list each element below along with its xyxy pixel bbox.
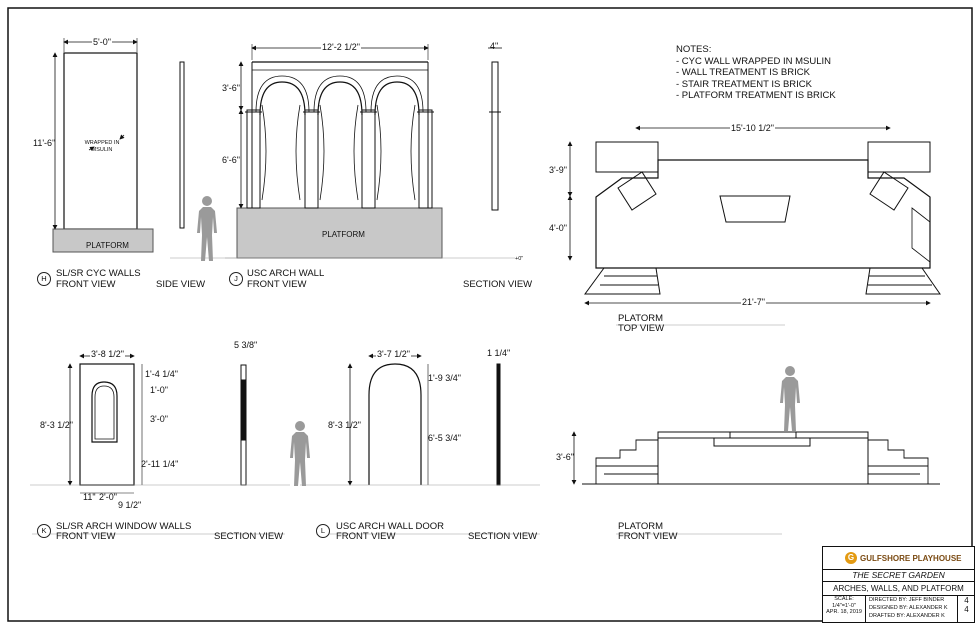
window-dim-2: 1'-0" — [150, 385, 168, 395]
view-id-h: H — [37, 272, 51, 286]
page-total: 4 — [964, 605, 969, 614]
show-title: THE SECRET GARDEN — [823, 570, 974, 582]
platform-front-view-label: FRONT VIEW — [618, 531, 678, 542]
cyc-height-dim: 11'-6" — [33, 138, 56, 148]
cyc-note-2: MSULIN — [91, 147, 113, 153]
door-section-label: SECTION VIEW — [468, 531, 538, 542]
platform-front-height-dim: 3'-6" — [556, 452, 574, 462]
company-name: GULFSHORE PLAYHOUSE — [860, 554, 962, 563]
window-section-label: SECTION VIEW — [214, 531, 284, 542]
note-item: - CYC WALL WRAPPED IN MSULIN — [676, 55, 832, 67]
title-block-logo: G GULFSHORE PLAYHOUSE — [823, 547, 974, 570]
door-front-label: FRONT VIEW — [336, 531, 396, 542]
platform-upper-depth-dim: 3'-9" — [549, 165, 567, 175]
directed-by: DIRECTED BY: JEFF BINDER — [869, 597, 945, 603]
scale-cell: SCALE: 1/4"=1'-0" APR. 18, 2019 — [823, 596, 866, 622]
cyc-side-label: SIDE VIEW — [156, 279, 206, 290]
note-item: - STAIR TREATMENT IS BRICK — [676, 78, 813, 90]
platform-front-title: PLATORM — [618, 521, 664, 532]
window-dim-1: 1'-4 1/4" — [145, 369, 178, 379]
arch-wall-front-view — [225, 44, 515, 259]
credits-cell: DIRECTED BY: JEFF BINDER DESIGNED BY: AL… — [866, 596, 959, 622]
window-width-dim: 3'-8 1/2" — [90, 349, 125, 359]
door-title: USC ARCH WALL DOOR — [336, 521, 445, 532]
platform-front-view — [571, 431, 940, 535]
note-item: - PLATFORM TREATMENT IS BRICK — [676, 90, 836, 101]
platform-bottom-width-dim: 21'-7" — [741, 297, 766, 307]
page-number: 4 — [964, 596, 969, 605]
window-bottom-3: 9 1/2" — [118, 500, 142, 510]
window-section-dim: 5 3/8" — [234, 340, 258, 350]
door-section-dim: 1 1/4" — [487, 348, 511, 358]
window-bottom-1: 11" — [83, 492, 96, 502]
page-number-cell: 4 4 — [957, 596, 975, 622]
window-dim-3: 3'-0" — [150, 414, 168, 424]
arch-wall-platform-label: PLATFORM — [322, 230, 365, 239]
platform-top-title: PLATORM — [618, 313, 664, 324]
notes-title: NOTES: — [676, 44, 712, 55]
arch-wall-lower-dim: 6'-6" — [222, 155, 240, 165]
sheet-title: ARCHES, WALLS, AND PLATFORM — [823, 582, 974, 596]
arch-wall-section-dim: 4" — [490, 41, 499, 51]
scale-figure-platform — [780, 366, 800, 431]
arch-window-front-view — [30, 353, 290, 535]
scale-label: SCALE: — [834, 596, 854, 602]
designed-by: DESIGNED BY: ALEXANDER K — [869, 605, 948, 611]
arch-door-front-view — [300, 353, 540, 535]
platform-lower-depth-dim: 4'-0" — [549, 223, 567, 233]
scale-figure-cyc — [197, 196, 217, 261]
view-id-l: L — [316, 524, 330, 538]
cyc-title: SL/SR CYC WALLS — [56, 268, 141, 279]
door-lower-dim: 6'-5 3/4" — [428, 433, 461, 443]
cyc-front-label: FRONT VIEW — [56, 279, 116, 290]
door-height-dim: 8'-3 1/2" — [328, 420, 361, 430]
note-item: - WALL TREATMENT IS BRICK — [676, 67, 810, 78]
scale-value: 1/4"=1'-0" — [832, 602, 856, 609]
window-dim-4: 2'-11 1/4" — [141, 459, 179, 469]
door-top-dim: 1'-9 3/4" — [428, 373, 461, 383]
window-front-label: FRONT VIEW — [56, 531, 116, 542]
window-title: SL/SR ARCH WINDOW WALLS — [56, 521, 192, 532]
platform-top-width-dim: 15'-10 1/2" — [730, 123, 775, 133]
cyc-note-1: WRAPPED IN — [84, 140, 120, 146]
company-logo-icon: G — [845, 552, 857, 564]
cyc-width-dim: 5'-0" — [92, 37, 112, 47]
date-value: APR. 18, 2019 — [826, 609, 862, 615]
scale-figure-window — [290, 421, 310, 486]
notes-block: NOTES: - CYC WALL WRAPPED IN MSULIN - WA… — [676, 44, 836, 102]
arch-wall-title: USC ARCH WALL — [247, 268, 325, 279]
platform-top-view — [567, 125, 941, 326]
arch-wall-front-label: FRONT VIEW — [247, 279, 307, 290]
arch-wall-top-dim: 3'-6" — [222, 83, 240, 93]
zero-mark: +0" — [515, 256, 524, 262]
cyc-platform-label: PLATFORM — [86, 241, 129, 250]
view-id-j: J — [229, 272, 243, 286]
platform-top-view-label: TOP VIEW — [618, 323, 665, 334]
arch-wall-width-dim: 12'-2 1/2" — [321, 42, 361, 52]
view-id-k: K — [37, 524, 51, 538]
drafted-by: DRAFTED BY: ALEXANDER K — [869, 613, 945, 619]
arch-wall-section-label: SECTION VIEW — [463, 279, 533, 290]
sheet-border — [7, 7, 973, 622]
title-block: G GULFSHORE PLAYHOUSE THE SECRET GARDEN … — [822, 546, 975, 623]
window-bottom-2: 2'-0" — [99, 492, 117, 502]
window-height-dim: 8'-3 1/2" — [40, 420, 73, 430]
door-width-dim: 3'-7 1/2" — [376, 349, 411, 359]
